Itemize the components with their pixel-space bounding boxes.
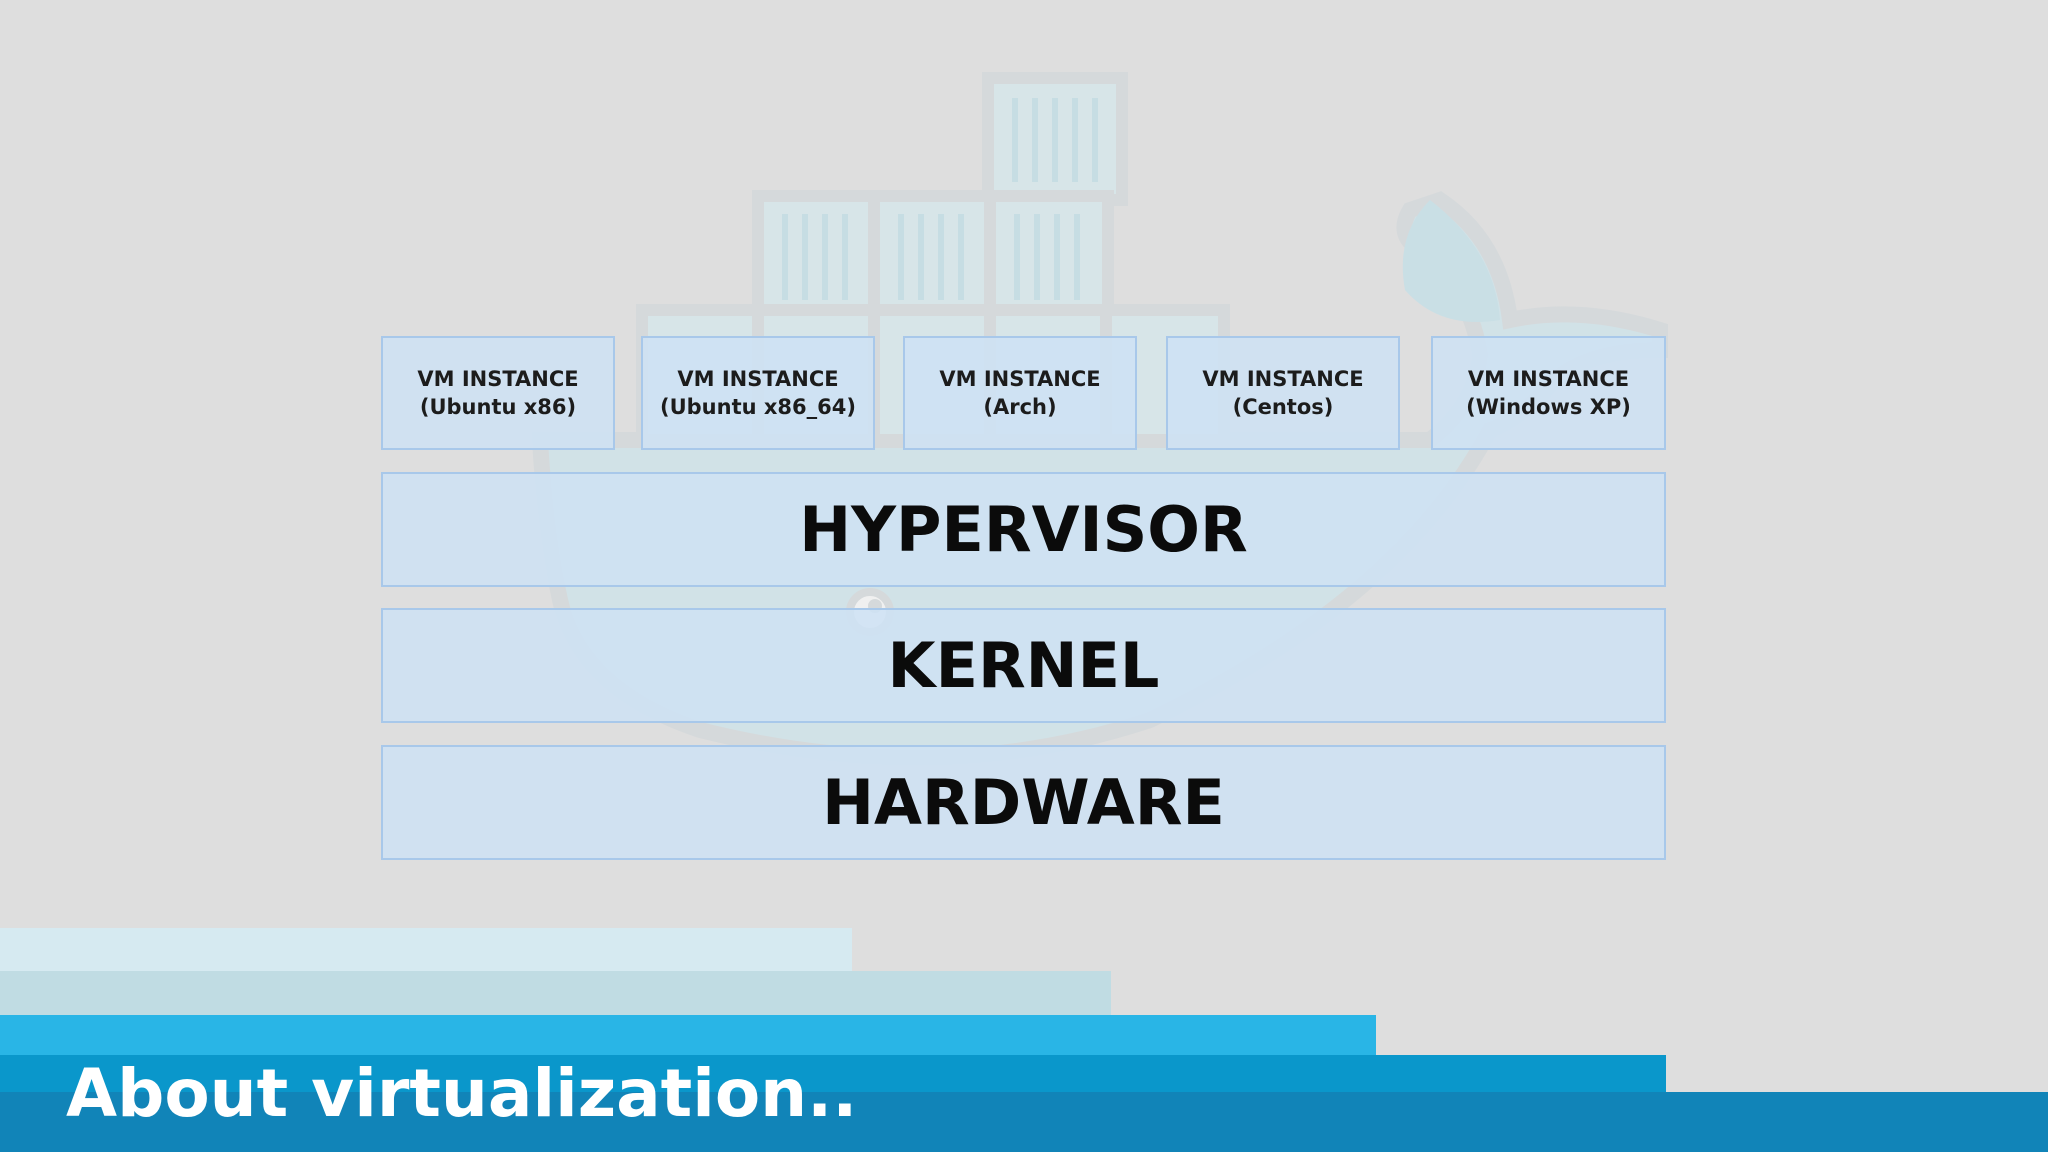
vm-instance-line1: VM INSTANCE bbox=[1202, 367, 1364, 391]
slide-title: About virtualization.. bbox=[66, 1055, 858, 1132]
vm-instance-line2: (Windows XP) bbox=[1466, 395, 1631, 419]
vm-instance-label: VM INSTANCE (Ubuntu x86) bbox=[417, 365, 578, 421]
hardware-label: HARDWARE bbox=[822, 766, 1225, 839]
vm-instance-label: VM INSTANCE (Windows XP) bbox=[1466, 365, 1631, 421]
vm-instance-line1: VM INSTANCE bbox=[1467, 367, 1630, 391]
vm-instance-line2: (Centos) bbox=[1232, 395, 1334, 419]
vm-instance-line1: VM INSTANCE bbox=[677, 367, 839, 391]
vm-instance-line2: (Arch) bbox=[983, 395, 1057, 419]
vm-instance-ubuntu-x86: VM INSTANCE (Ubuntu x86) bbox=[381, 336, 615, 450]
vm-instance-line1: VM INSTANCE bbox=[939, 367, 1101, 391]
vm-instance-ubuntu-x86-64: VM INSTANCE (Ubuntu x86_64) bbox=[641, 336, 875, 450]
vm-instance-label: VM INSTANCE (Centos) bbox=[1202, 365, 1363, 421]
kernel-layer: KERNEL bbox=[381, 608, 1666, 723]
vm-instance-line2: (Ubuntu x86_64) bbox=[660, 395, 856, 419]
vm-instance-label: VM INSTANCE (Arch) bbox=[939, 365, 1100, 421]
hypervisor-label: HYPERVISOR bbox=[799, 493, 1248, 566]
kernel-label: KERNEL bbox=[887, 629, 1160, 702]
hardware-layer: HARDWARE bbox=[381, 745, 1666, 860]
vm-instance-windows-xp: VM INSTANCE (Windows XP) bbox=[1431, 336, 1666, 450]
footer-band bbox=[0, 1092, 2048, 1152]
vm-instance-centos: VM INSTANCE (Centos) bbox=[1166, 336, 1400, 450]
vm-instance-arch: VM INSTANCE (Arch) bbox=[903, 336, 1137, 450]
vm-instance-line1: VM INSTANCE bbox=[417, 367, 579, 391]
vm-instance-label: VM INSTANCE (Ubuntu x86_64) bbox=[660, 365, 856, 421]
hypervisor-layer: HYPERVISOR bbox=[381, 472, 1666, 587]
vm-instance-line2: (Ubuntu x86) bbox=[419, 395, 577, 419]
